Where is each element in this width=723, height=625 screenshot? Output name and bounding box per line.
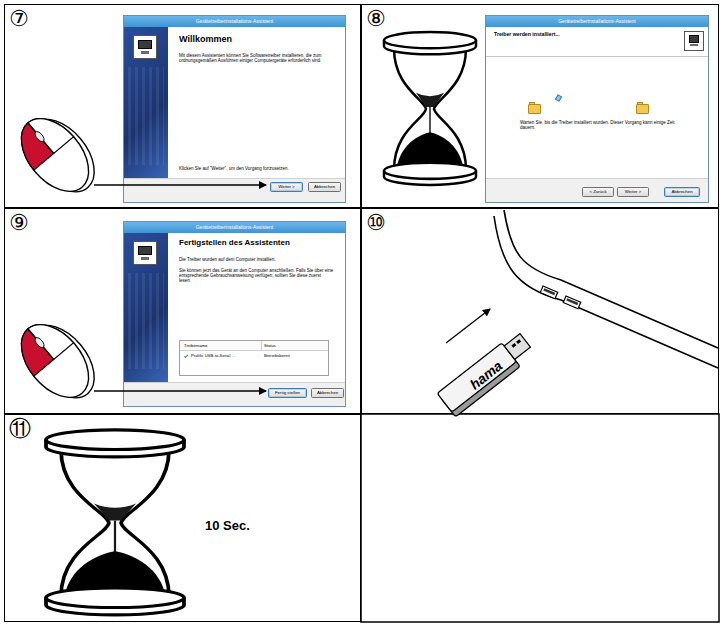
computer-mouse <box>8 310 107 413</box>
wizard-text: Klicken Sie auf "Weiter", um den Vorgang… <box>179 166 339 171</box>
button-label: Abbrechen <box>309 183 340 191</box>
step-panel: ⑦ Gerätetreiberinstallations-AssistentWil… <box>4 4 361 208</box>
icon-base <box>141 257 150 260</box>
button-label: Weiter > <box>618 188 648 196</box>
mouse-click <box>8 104 266 207</box>
step-panel: ⑩ <box>361 208 719 414</box>
wizard-text: Mit diesem Assistenten können Sie Softwa… <box>179 53 334 63</box>
side-panel <box>124 27 168 178</box>
hourglass-shape <box>46 430 184 615</box>
step-panel: ⑨ Gerätetreiberinstallations-AssistentFer… <box>4 208 361 414</box>
insert-arrow <box>446 309 490 343</box>
usb-port <box>563 296 580 309</box>
panel-stripes <box>128 67 164 165</box>
laptop-edge <box>504 210 718 348</box>
empty-panel <box>361 414 719 622</box>
table-cell: Betriebsbereit <box>264 354 324 359</box>
check-mark <box>184 353 189 358</box>
wizard-heading: Fertigstellen des Assistenten <box>179 238 344 247</box>
click-arrow <box>94 390 266 391</box>
panel-stripes <box>128 273 164 369</box>
usb-port <box>540 286 557 299</box>
table-header: Treibername <box>184 344 254 349</box>
wizard-window: Gerätetreiberinstallations-AssistentTrei… <box>485 15 709 203</box>
folder-icon <box>636 104 649 114</box>
laptop-corner <box>494 210 718 368</box>
laptop-edge <box>494 216 718 368</box>
button-label: Fertig stellen <box>269 389 306 397</box>
wizard-text: Warten Sie, bis die Treiber installiert … <box>520 120 690 130</box>
table-cell: Prolific USB-to-Serial ... <box>191 354 263 359</box>
wizard-window: Gerätetreiberinstallations-AssistentFert… <box>123 221 346 407</box>
hourglass <box>384 32 476 185</box>
step-number: ⑩ <box>366 212 386 234</box>
hourglass-shape <box>384 32 476 185</box>
folder-tab <box>637 102 643 105</box>
dialog-button: Weiter > <box>270 182 303 192</box>
button-label: Abbrechen <box>665 188 699 196</box>
wizard-icon <box>684 31 704 51</box>
step-number: ⑧ <box>366 8 386 30</box>
step-panel: ⑧ Gerätetreiberinstallations-AssistentTre… <box>361 4 719 208</box>
wizard-text: Die Treiber wurden auf dem Computer inst… <box>179 257 339 262</box>
button-label: Abbrechen <box>312 389 343 397</box>
icon-base <box>690 44 697 47</box>
wizard-window: Gerätetreiberinstallations-AssistentWill… <box>123 15 346 203</box>
mouse-click <box>8 310 266 413</box>
time-label: 10 Sec. <box>205 519 250 534</box>
icon-monitor <box>689 35 700 43</box>
usb-stick <box>437 330 536 416</box>
window-title: Gerätetreiberinstallations-Assistent <box>124 19 345 25</box>
wizard-heading: Treiber werden installiert... <box>494 32 674 38</box>
folder-tab <box>529 102 535 105</box>
flying-page <box>555 94 562 102</box>
icon-monitor <box>138 40 151 49</box>
table-header: Status <box>264 344 324 349</box>
step-number: ⑦ <box>9 8 29 30</box>
dialog-button: < Zurück <box>582 187 614 197</box>
column-divider <box>261 341 262 351</box>
wizard-icon <box>133 35 157 59</box>
step-number: ⑨ <box>9 212 29 234</box>
icon-base <box>141 51 150 54</box>
brand-logo: hama <box>467 357 506 392</box>
icon-monitor <box>138 246 151 255</box>
wizard-icon <box>133 241 157 265</box>
driver-table: Treibername StatusProlific USB-to-Serial … <box>179 340 329 376</box>
dialog-button: Weiter > <box>617 187 649 197</box>
button-label: < Zurück <box>583 188 613 196</box>
window-title: Gerätetreiberinstallations-Assistent <box>124 225 345 231</box>
dialog-button: Abbrechen <box>311 388 344 398</box>
wizard-text: Sie können jetzt das Gerät an den Comput… <box>179 268 334 284</box>
dialog-button: Abbrechen <box>664 187 700 197</box>
step-number: ⑪ <box>9 418 31 440</box>
side-panel <box>124 233 168 382</box>
window-title: Gerätetreiberinstallations-Assistent <box>486 19 708 25</box>
computer-mouse <box>8 104 107 207</box>
dialog-button: Fertig stellen <box>268 388 307 398</box>
wizard-heading: Willkommen <box>179 34 339 44</box>
hourglass <box>46 430 184 615</box>
click-arrow <box>94 184 266 185</box>
step-panel: ⑪ <box>4 414 361 622</box>
dialog-button: Abbrechen <box>308 182 341 192</box>
folder-icon <box>528 104 541 114</box>
button-label: Weiter > <box>271 183 302 191</box>
